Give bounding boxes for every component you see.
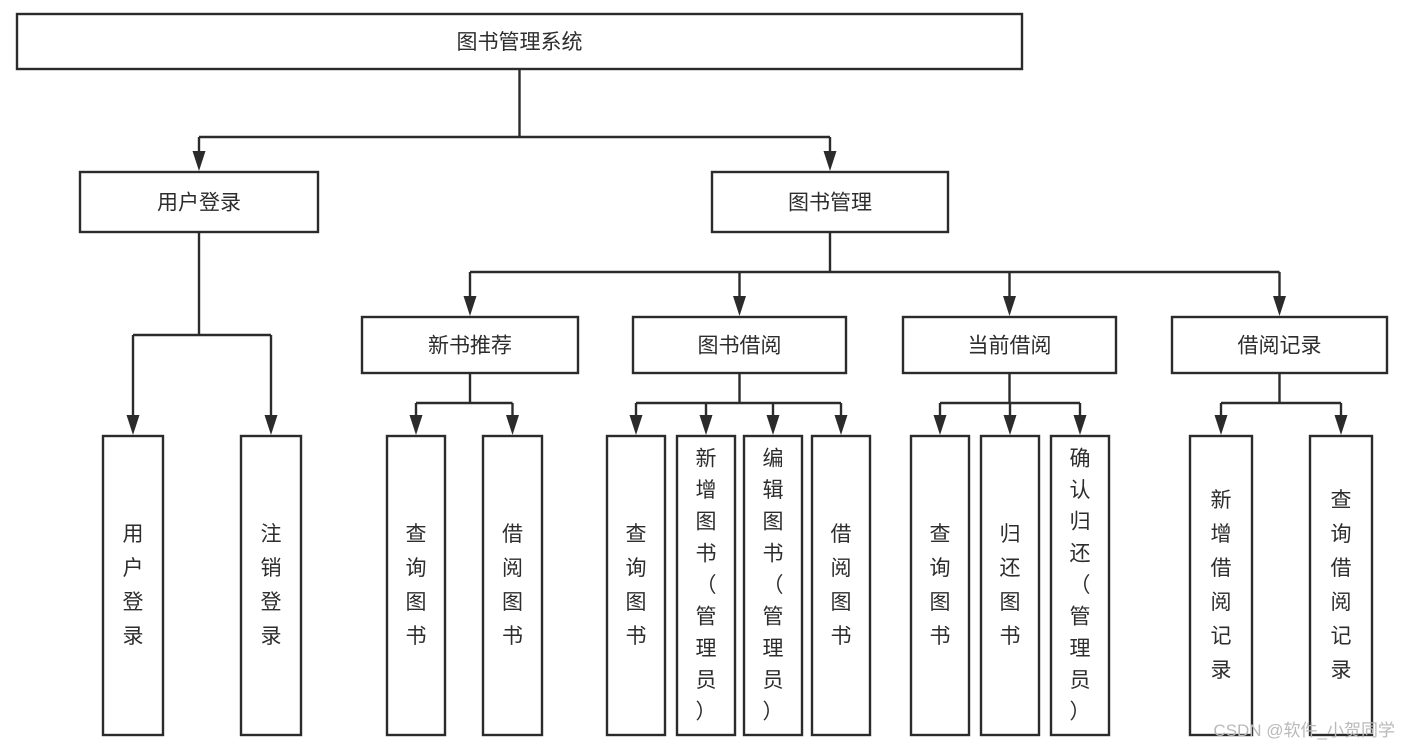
arrow-head-icon	[699, 415, 713, 435]
connector-group-n-rec	[1214, 373, 1348, 435]
arrow-head-icon	[1273, 296, 1286, 316]
connector-group-n-borrow	[629, 373, 848, 435]
connector-group-n-login	[126, 232, 278, 435]
node-label: 查询借阅记录	[1331, 489, 1352, 682]
node-box[interactable]	[810, 434, 872, 737]
node-box[interactable]	[901, 315, 1118, 375]
node-l13[interactable]: 查询借阅记录	[1308, 434, 1374, 737]
node-label: 用户登录	[123, 523, 144, 648]
node-l5[interactable]: 查询图书	[605, 434, 667, 737]
csdn-watermark: CSDN @软件_小贺同学	[1213, 721, 1395, 740]
node-l6[interactable]: 新增图书（管理员）	[675, 434, 737, 737]
connector-group-n-cur	[933, 373, 1087, 435]
node-label: 图书管理系统	[457, 31, 583, 54]
node-box[interactable]	[15, 12, 1024, 71]
node-label: 新增借阅记录	[1211, 489, 1232, 682]
node-label: 查询图书	[930, 523, 951, 648]
node-label: 确认归还（管理员）	[1070, 447, 1091, 723]
node-label: 图书管理	[788, 192, 872, 215]
node-box[interactable]	[385, 434, 447, 737]
node-box[interactable]	[239, 434, 303, 737]
node-l12[interactable]: 新增借阅记录	[1188, 434, 1254, 737]
node-box[interactable]	[979, 434, 1041, 737]
node-box[interactable]	[78, 170, 320, 234]
node-box[interactable]	[360, 315, 580, 375]
node-box[interactable]	[1049, 434, 1111, 737]
node-box[interactable]	[909, 434, 971, 737]
node-box[interactable]	[1188, 434, 1254, 737]
node-label: 借阅记录	[1238, 335, 1322, 358]
node-root[interactable]: 图书管理系统	[15, 12, 1024, 71]
node-l8[interactable]: 借阅图书	[810, 434, 872, 737]
node-box[interactable]	[631, 315, 848, 375]
arrow-head-icon	[1214, 415, 1228, 435]
arrow-head-icon	[1073, 415, 1087, 435]
node-box[interactable]	[481, 434, 544, 737]
node-n-login[interactable]: 用户登录	[78, 170, 320, 234]
node-l7[interactable]: 编辑图书（管理员）	[742, 434, 804, 737]
connector-group-n-book	[463, 232, 1286, 316]
node-l1[interactable]: 用户登录	[101, 434, 165, 737]
node-n-rec[interactable]: 借阅记录	[1170, 315, 1389, 375]
node-box[interactable]	[675, 434, 737, 737]
arrow-head-icon	[409, 415, 423, 435]
arrow-head-icon	[1334, 415, 1348, 435]
node-n-cur[interactable]: 当前借阅	[901, 315, 1118, 375]
arrow-head-icon	[733, 296, 746, 316]
node-box[interactable]	[710, 170, 950, 234]
node-label: 当前借阅	[968, 335, 1052, 358]
node-box[interactable]	[1170, 315, 1389, 375]
node-label: 注销登录	[261, 523, 282, 648]
connector-group-root	[192, 69, 837, 171]
arrow-head-icon	[1003, 415, 1017, 435]
node-label: 新书推荐	[428, 335, 512, 358]
node-label: 新增图书（管理员）	[696, 447, 717, 723]
node-n-borrow[interactable]: 图书借阅	[631, 315, 848, 375]
arrow-head-icon	[933, 415, 947, 435]
node-l4[interactable]: 借阅图书	[481, 434, 544, 737]
node-box[interactable]	[1308, 434, 1374, 737]
node-l10[interactable]: 归还图书	[979, 434, 1041, 737]
arrow-head-icon	[192, 151, 206, 171]
arrow-head-icon	[834, 415, 848, 435]
node-label: 用户登录	[157, 192, 241, 215]
node-label: 查询图书	[406, 523, 427, 648]
node-label: 借阅图书	[831, 523, 852, 648]
node-l3[interactable]: 查询图书	[385, 434, 447, 737]
node-label: 借阅图书	[502, 523, 523, 648]
node-n-new[interactable]: 新书推荐	[360, 315, 580, 375]
node-n-book[interactable]: 图书管理	[710, 170, 950, 234]
node-l2[interactable]: 注销登录	[239, 434, 303, 737]
node-label: 查询图书	[626, 523, 647, 648]
arrow-head-icon	[629, 415, 643, 435]
arrow-head-icon	[264, 415, 278, 435]
node-l9[interactable]: 查询图书	[909, 434, 971, 737]
arrow-head-icon	[126, 415, 140, 435]
node-box[interactable]	[742, 434, 804, 737]
node-label: 归还图书	[1000, 523, 1021, 648]
arrow-head-icon	[1003, 296, 1016, 316]
node-box[interactable]	[101, 434, 165, 737]
arrow-head-icon	[506, 415, 519, 435]
arrow-head-icon	[823, 151, 837, 171]
arrow-head-icon	[766, 415, 780, 435]
arrow-head-icon	[463, 296, 477, 316]
node-label: 编辑图书（管理员）	[763, 447, 784, 723]
node-l11[interactable]: 确认归还（管理员）	[1049, 434, 1111, 737]
node-label: 图书借阅	[698, 335, 782, 358]
connector-layer	[126, 69, 1348, 435]
connector-group-n-new	[409, 373, 519, 435]
node-layer: 图书管理系统用户登录图书管理新书推荐图书借阅当前借阅借阅记录用户登录注销登录查询…	[15, 12, 1389, 737]
node-box[interactable]	[605, 434, 667, 737]
